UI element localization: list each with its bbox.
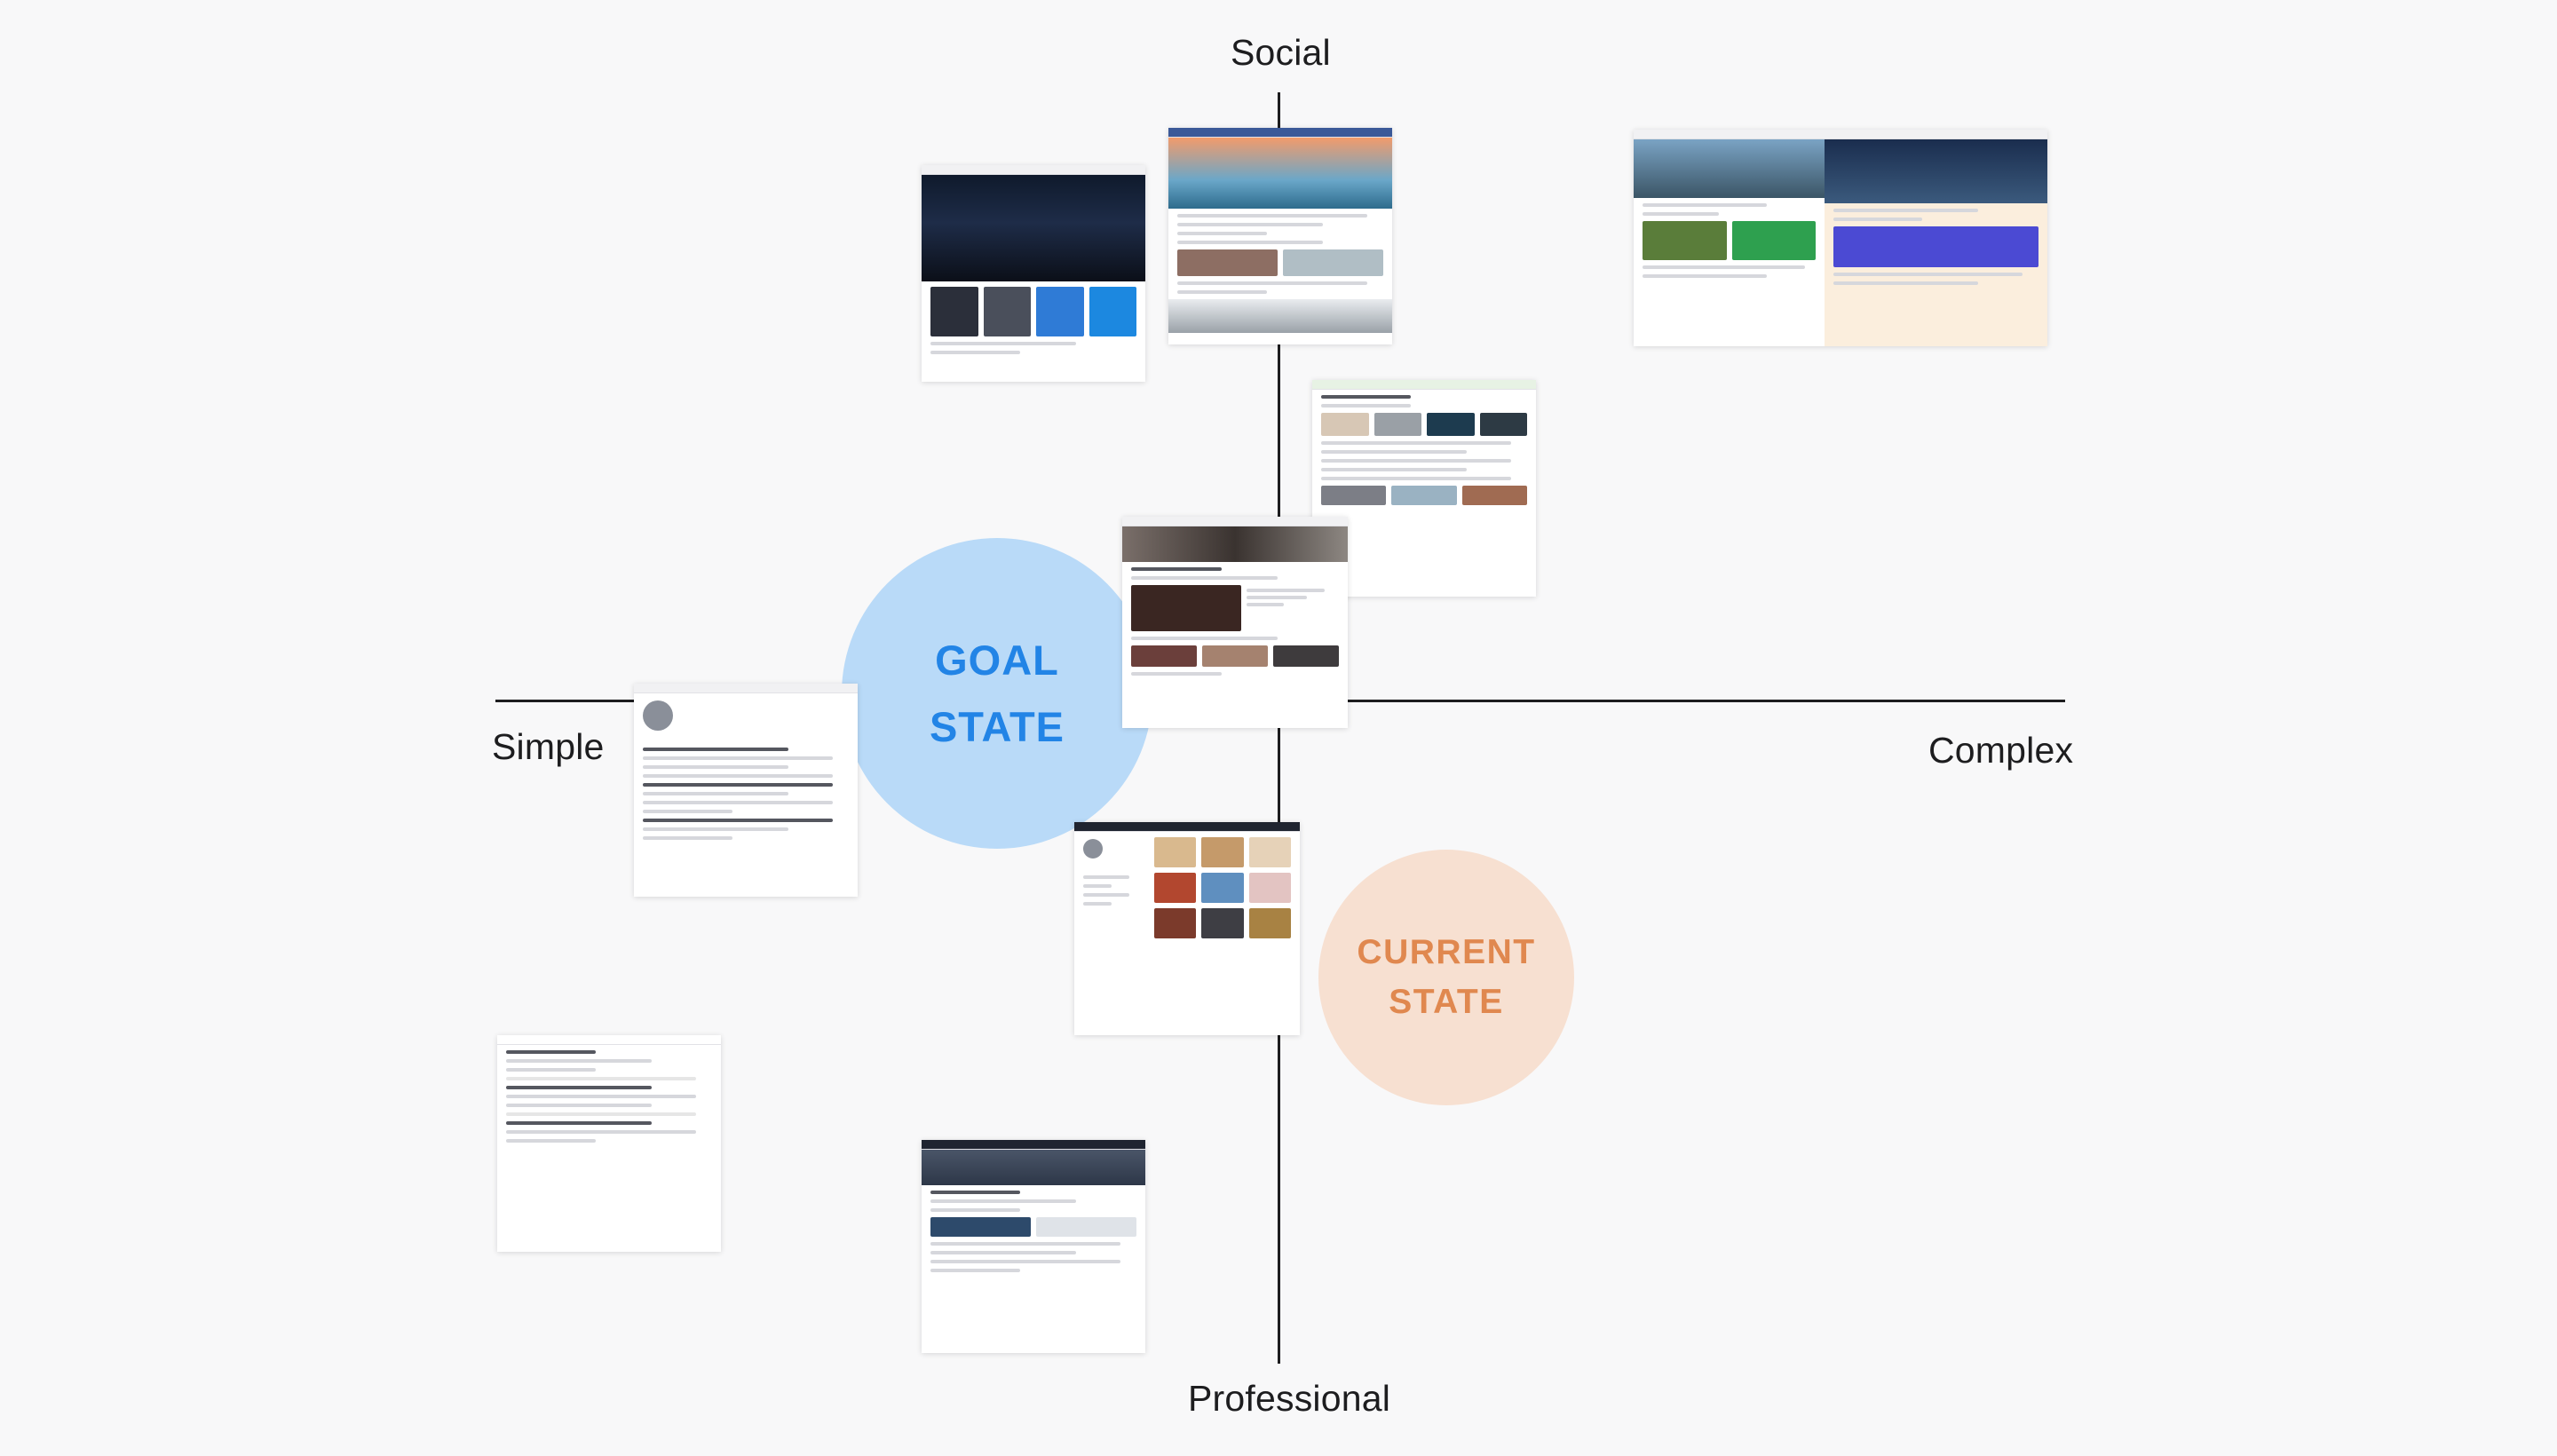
- goal-state-circle: GOAL STATE: [842, 538, 1152, 849]
- goal-state-line2: STATE: [929, 703, 1065, 750]
- linkedin-profile-thumbnail: [922, 1140, 1145, 1353]
- axis-label-bottom: Professional: [1188, 1378, 1391, 1419]
- current-state-line1: CURRENT: [1357, 933, 1536, 971]
- weibo-qq-profiles-thumbnail: [1634, 130, 2047, 346]
- axis-label-right: Complex: [1928, 730, 2074, 771]
- dribbble-profile-thumbnail: [1074, 822, 1300, 1035]
- axis-label-left: Simple: [492, 726, 605, 767]
- goal-state-line1: GOAL: [935, 637, 1059, 684]
- google-plus-profile-thumbnail: [922, 165, 1145, 382]
- facebook-profile-thumbnail: [1168, 128, 1392, 344]
- medium-profile-thumbnail: [497, 1035, 721, 1252]
- axis-label-top: Social: [1231, 32, 1331, 73]
- douban-profile-thumbnail: [1312, 380, 1536, 597]
- vertical-axis: [1278, 92, 1280, 1364]
- current-state-line2: STATE: [1389, 983, 1504, 1021]
- quora-profile-thumbnail: [634, 684, 858, 897]
- youtube-channel-thumbnail: [1122, 517, 1348, 728]
- current-state-circle: CURRENT STATE: [1318, 850, 1574, 1105]
